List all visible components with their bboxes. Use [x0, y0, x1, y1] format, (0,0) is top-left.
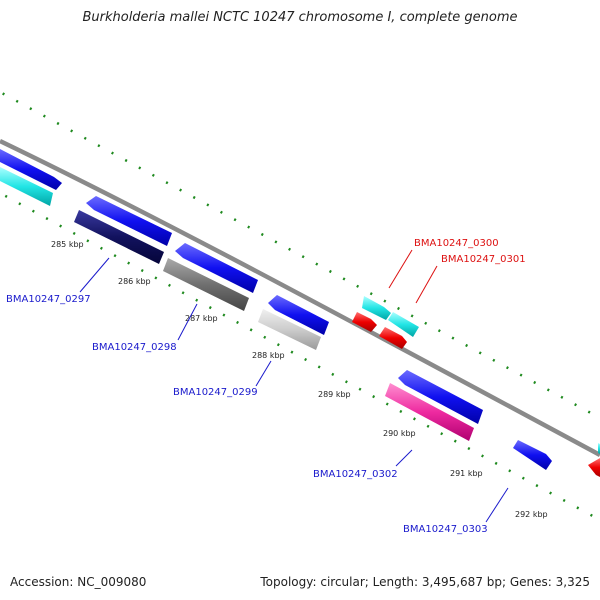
genome-summary-text: Topology: circular; Length: 3,495,687 bp… — [260, 575, 590, 589]
gene-feature[interactable] — [163, 258, 249, 311]
tick-labels: 285 kbp 286 kbp 287 kbp 288 kbp 289 kbp … — [51, 240, 548, 519]
gene-feature[interactable] — [352, 312, 377, 332]
inner-tick-ring — [0, 191, 600, 522]
gene-label[interactable]: BMA10247_0302 — [313, 469, 398, 480]
gene-feature[interactable] — [0, 149, 62, 190]
tick-label: 290 kbp — [383, 429, 416, 438]
tick-label: 292 kbp — [515, 510, 548, 519]
chromosome-backbone — [0, 138, 600, 457]
gene-label[interactable]: BMA10247_0300 — [414, 238, 499, 249]
gene-label[interactable]: BMA10247_0303 — [403, 524, 488, 535]
tick-label: 291 kbp — [450, 469, 483, 478]
map-title: Burkholderia mallei NCTC 10247 chromosom… — [82, 10, 518, 25]
gene-feature[interactable] — [588, 458, 600, 477]
accession-text: Accession: NC_009080 — [10, 575, 147, 589]
gene-label[interactable]: BMA10247_0298 — [92, 342, 177, 353]
gene-label[interactable]: BMA10247_0297 — [6, 294, 91, 305]
label-leaders — [79, 249, 509, 523]
gene-feature[interactable] — [268, 295, 329, 335]
gene-feature[interactable] — [379, 327, 407, 349]
gene-feature[interactable] — [86, 196, 172, 246]
gene-feature[interactable] — [74, 210, 164, 264]
gene-feature[interactable] — [398, 370, 483, 424]
gene-label[interactable]: BMA10247_0301 — [441, 254, 526, 265]
gene-feature[interactable] — [385, 383, 474, 441]
tick-label: 289 kbp — [318, 390, 351, 399]
gene-feature[interactable] — [175, 243, 258, 293]
gene-feature[interactable] — [513, 440, 552, 470]
gene-feature[interactable] — [258, 309, 321, 350]
tick-label: 287 kbp — [185, 314, 218, 323]
gene-label[interactable]: BMA10247_0299 — [173, 387, 258, 398]
tick-label: 286 kbp — [118, 277, 151, 286]
gene-feature[interactable] — [0, 167, 53, 206]
gene-labels: BMA10247_0297 BMA10247_0298 BMA10247_029… — [6, 238, 526, 535]
gene-features — [0, 149, 600, 477]
tick-label: 285 kbp — [51, 240, 84, 249]
tick-label: 288 kbp — [252, 351, 285, 360]
gene-feature[interactable] — [388, 312, 419, 337]
gene-feature[interactable] — [362, 296, 391, 320]
